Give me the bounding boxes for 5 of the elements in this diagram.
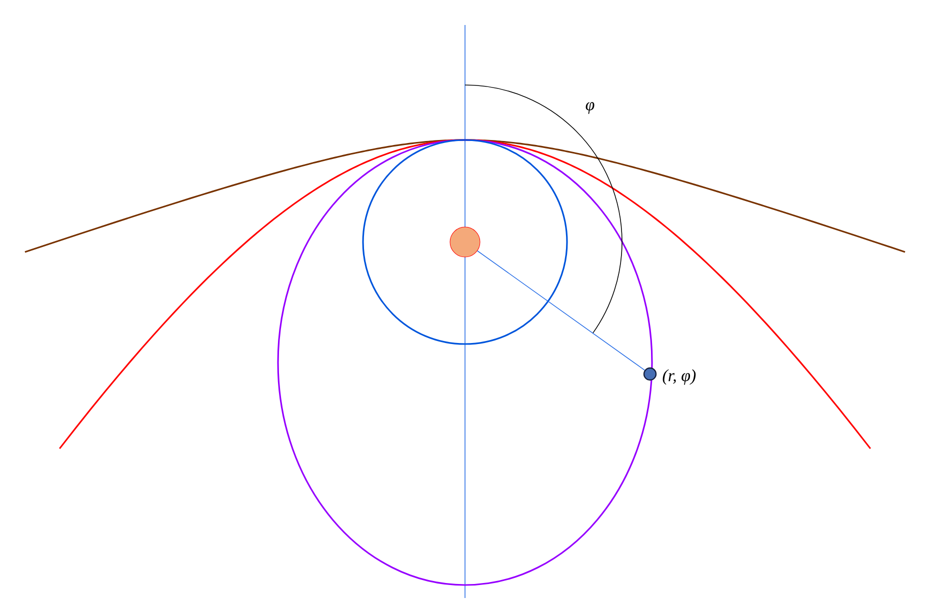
point-marker <box>643 367 657 381</box>
angle-label: φ <box>586 102 594 114</box>
radius-line <box>477 250 646 371</box>
focus-point <box>450 226 480 258</box>
point-label: (r, φ) <box>662 369 696 385</box>
